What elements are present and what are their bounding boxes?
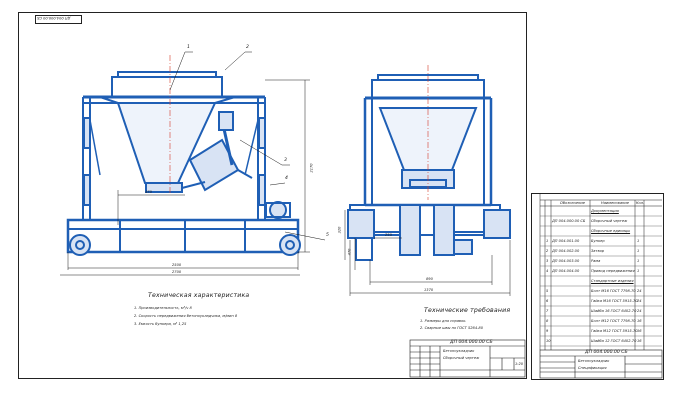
corner-code-box bbox=[35, 15, 82, 24]
chassis-frame bbox=[66, 218, 300, 254]
spec-right-title: Технические требования bbox=[424, 307, 511, 314]
front-dimensions bbox=[60, 79, 310, 276]
stamp-name-1: Бетоноукладчик bbox=[443, 349, 475, 353]
side-dim-overall: 1370 bbox=[424, 288, 434, 292]
front-dim-overall: 2700 bbox=[172, 270, 182, 274]
side-dimensions bbox=[344, 210, 511, 296]
spec-header-qty: Кол. bbox=[636, 201, 645, 205]
spec-cell-code: ДП 004.000.00 СБ bbox=[552, 219, 586, 223]
spec-cell-pos: 2 bbox=[546, 249, 549, 253]
spec-cell-name: Привод передвижения bbox=[591, 269, 635, 273]
front-dim-gate: 470 bbox=[145, 190, 152, 194]
spec-cell-name: Шайба 16 ГОСТ 6402-70 bbox=[591, 309, 637, 313]
leader-label-2: 2 bbox=[246, 45, 249, 50]
spec-cell-name: Шайба 12 ГОСТ 6402-70 bbox=[591, 339, 637, 343]
spec-left-title: Техническая характеристика bbox=[148, 292, 250, 299]
spec-table-grid bbox=[539, 193, 662, 350]
spec-cell-pos: 1 bbox=[546, 239, 549, 243]
spec-stamp-code: ДП 004.000.00 СБ bbox=[585, 350, 628, 355]
spec-cell-qty: 1 bbox=[637, 239, 640, 243]
wheel-front-right bbox=[279, 234, 301, 256]
spec-cell-name: Бункер bbox=[591, 239, 605, 243]
stamp-code: ДП 004.000.00 СБ bbox=[450, 340, 493, 345]
spec-left-item-2: 2. Скорость передвижения бетоноукладчика… bbox=[134, 314, 238, 318]
side-dim-track: 890 bbox=[426, 277, 433, 281]
spec-cell-qty: 16 bbox=[637, 319, 642, 323]
leader-label-3: 3 bbox=[284, 158, 287, 163]
spec-cell-code: ДП 004.001.00 bbox=[552, 239, 580, 243]
spec-cell-qty: 16 bbox=[637, 339, 642, 343]
main-drawing-sheet bbox=[18, 12, 527, 379]
side-drive-right bbox=[433, 204, 455, 256]
stamp-name-2: Сборочный чертеж bbox=[443, 356, 480, 360]
leader-label-5: 5 bbox=[326, 233, 329, 238]
side-wheel-right bbox=[483, 209, 511, 239]
spec-cell-name: Затвор bbox=[591, 249, 605, 253]
leader-lines bbox=[169, 51, 326, 241]
spec-cell-name: Документация bbox=[591, 209, 619, 213]
leader-label-4: 4 bbox=[285, 176, 288, 181]
spec-cell-qty: 1 bbox=[637, 249, 640, 253]
spec-cell-name: Гайка М16 ГОСТ 5915-70 bbox=[591, 299, 638, 303]
spec-cell-pos: 10 bbox=[546, 339, 551, 343]
spec-cell-pos: 8 bbox=[546, 319, 549, 323]
spec-cell-name: Стандартные изделия bbox=[591, 279, 634, 283]
spec-cell-code: ДП 004.004.00 bbox=[552, 269, 580, 273]
spec-cell-qty: 24 bbox=[637, 289, 642, 293]
side-view bbox=[347, 74, 511, 261]
front-dim-height: 2170 bbox=[309, 163, 314, 173]
spec-cell-qty: 24 bbox=[637, 299, 642, 303]
side-wheel-left bbox=[347, 209, 375, 239]
spec-cell-qty: 24 bbox=[637, 309, 642, 313]
drive-motor bbox=[269, 201, 287, 219]
side-dim-a: 320 bbox=[337, 226, 342, 234]
spec-stamp-name-2: Спецификация bbox=[578, 366, 607, 370]
spec-cell-name: Рама bbox=[591, 259, 601, 263]
side-dim-b: 470 bbox=[347, 248, 352, 256]
front-dim-width: 2500 bbox=[172, 263, 182, 267]
main-title-block bbox=[409, 339, 526, 378]
side-drive-left bbox=[399, 204, 421, 256]
spec-cell-pos: 6 bbox=[546, 299, 549, 303]
side-dim-c: 250 bbox=[385, 233, 392, 237]
spec-cell-name: Болт М12 ГОСТ 7798-70 bbox=[591, 319, 636, 323]
spec-cell-name: Сборочный чертеж bbox=[591, 219, 628, 223]
leader-label-1: 1 bbox=[187, 45, 190, 50]
spec-cell-name: Гайка М12 ГОСТ 5915-70 bbox=[591, 329, 638, 333]
spec-left-item-1: 1. Производительность, м³/ч 8 bbox=[134, 306, 192, 310]
spec-left-item-3: 3. Емкость бункера, м³ 1,25 bbox=[134, 322, 187, 326]
spec-cell-name: Сборочные единицы bbox=[591, 229, 631, 233]
spec-cell-pos: 4 bbox=[546, 269, 549, 273]
spec-title-block bbox=[539, 349, 663, 379]
spec-cell-pos: 7 bbox=[546, 309, 549, 313]
spec-stamp-name-1: Бетоноукладчик bbox=[578, 359, 610, 363]
spec-cell-pos: 5 bbox=[546, 289, 549, 293]
spec-cell-pos: 9 bbox=[546, 329, 549, 333]
spec-right-item-1: 1. Размеры для справок. bbox=[420, 319, 467, 323]
hopper-top-flange bbox=[117, 71, 217, 78]
specification-sheet bbox=[531, 193, 664, 380]
hydraulic-cylinder bbox=[218, 111, 234, 131]
wheel-front-left bbox=[69, 234, 91, 256]
spec-cell-qty: 1 bbox=[637, 269, 640, 273]
spec-cell-qty: 1 bbox=[637, 259, 640, 263]
spec-cell-qty: 16 bbox=[637, 329, 642, 333]
front-view bbox=[66, 71, 301, 256]
spec-right-item-2: 2. Сварные швы по ГОСТ 5264-80 bbox=[420, 326, 483, 330]
spec-cell-code: ДП 004.003.00 bbox=[552, 259, 580, 263]
spec-cell-pos: 3 bbox=[546, 259, 549, 263]
spec-header-code: Обозначение bbox=[560, 201, 585, 205]
spec-cell-code: ДП 004.002.00 bbox=[552, 249, 580, 253]
spec-header-name: Наименование bbox=[601, 201, 629, 205]
spec-cell-name: Болт М16 ГОСТ 7798-70 bbox=[591, 289, 636, 293]
hopper-rim bbox=[111, 76, 223, 98]
stamp-scale: 1:20 bbox=[515, 362, 524, 366]
spec-row-lines bbox=[540, 215, 662, 347]
